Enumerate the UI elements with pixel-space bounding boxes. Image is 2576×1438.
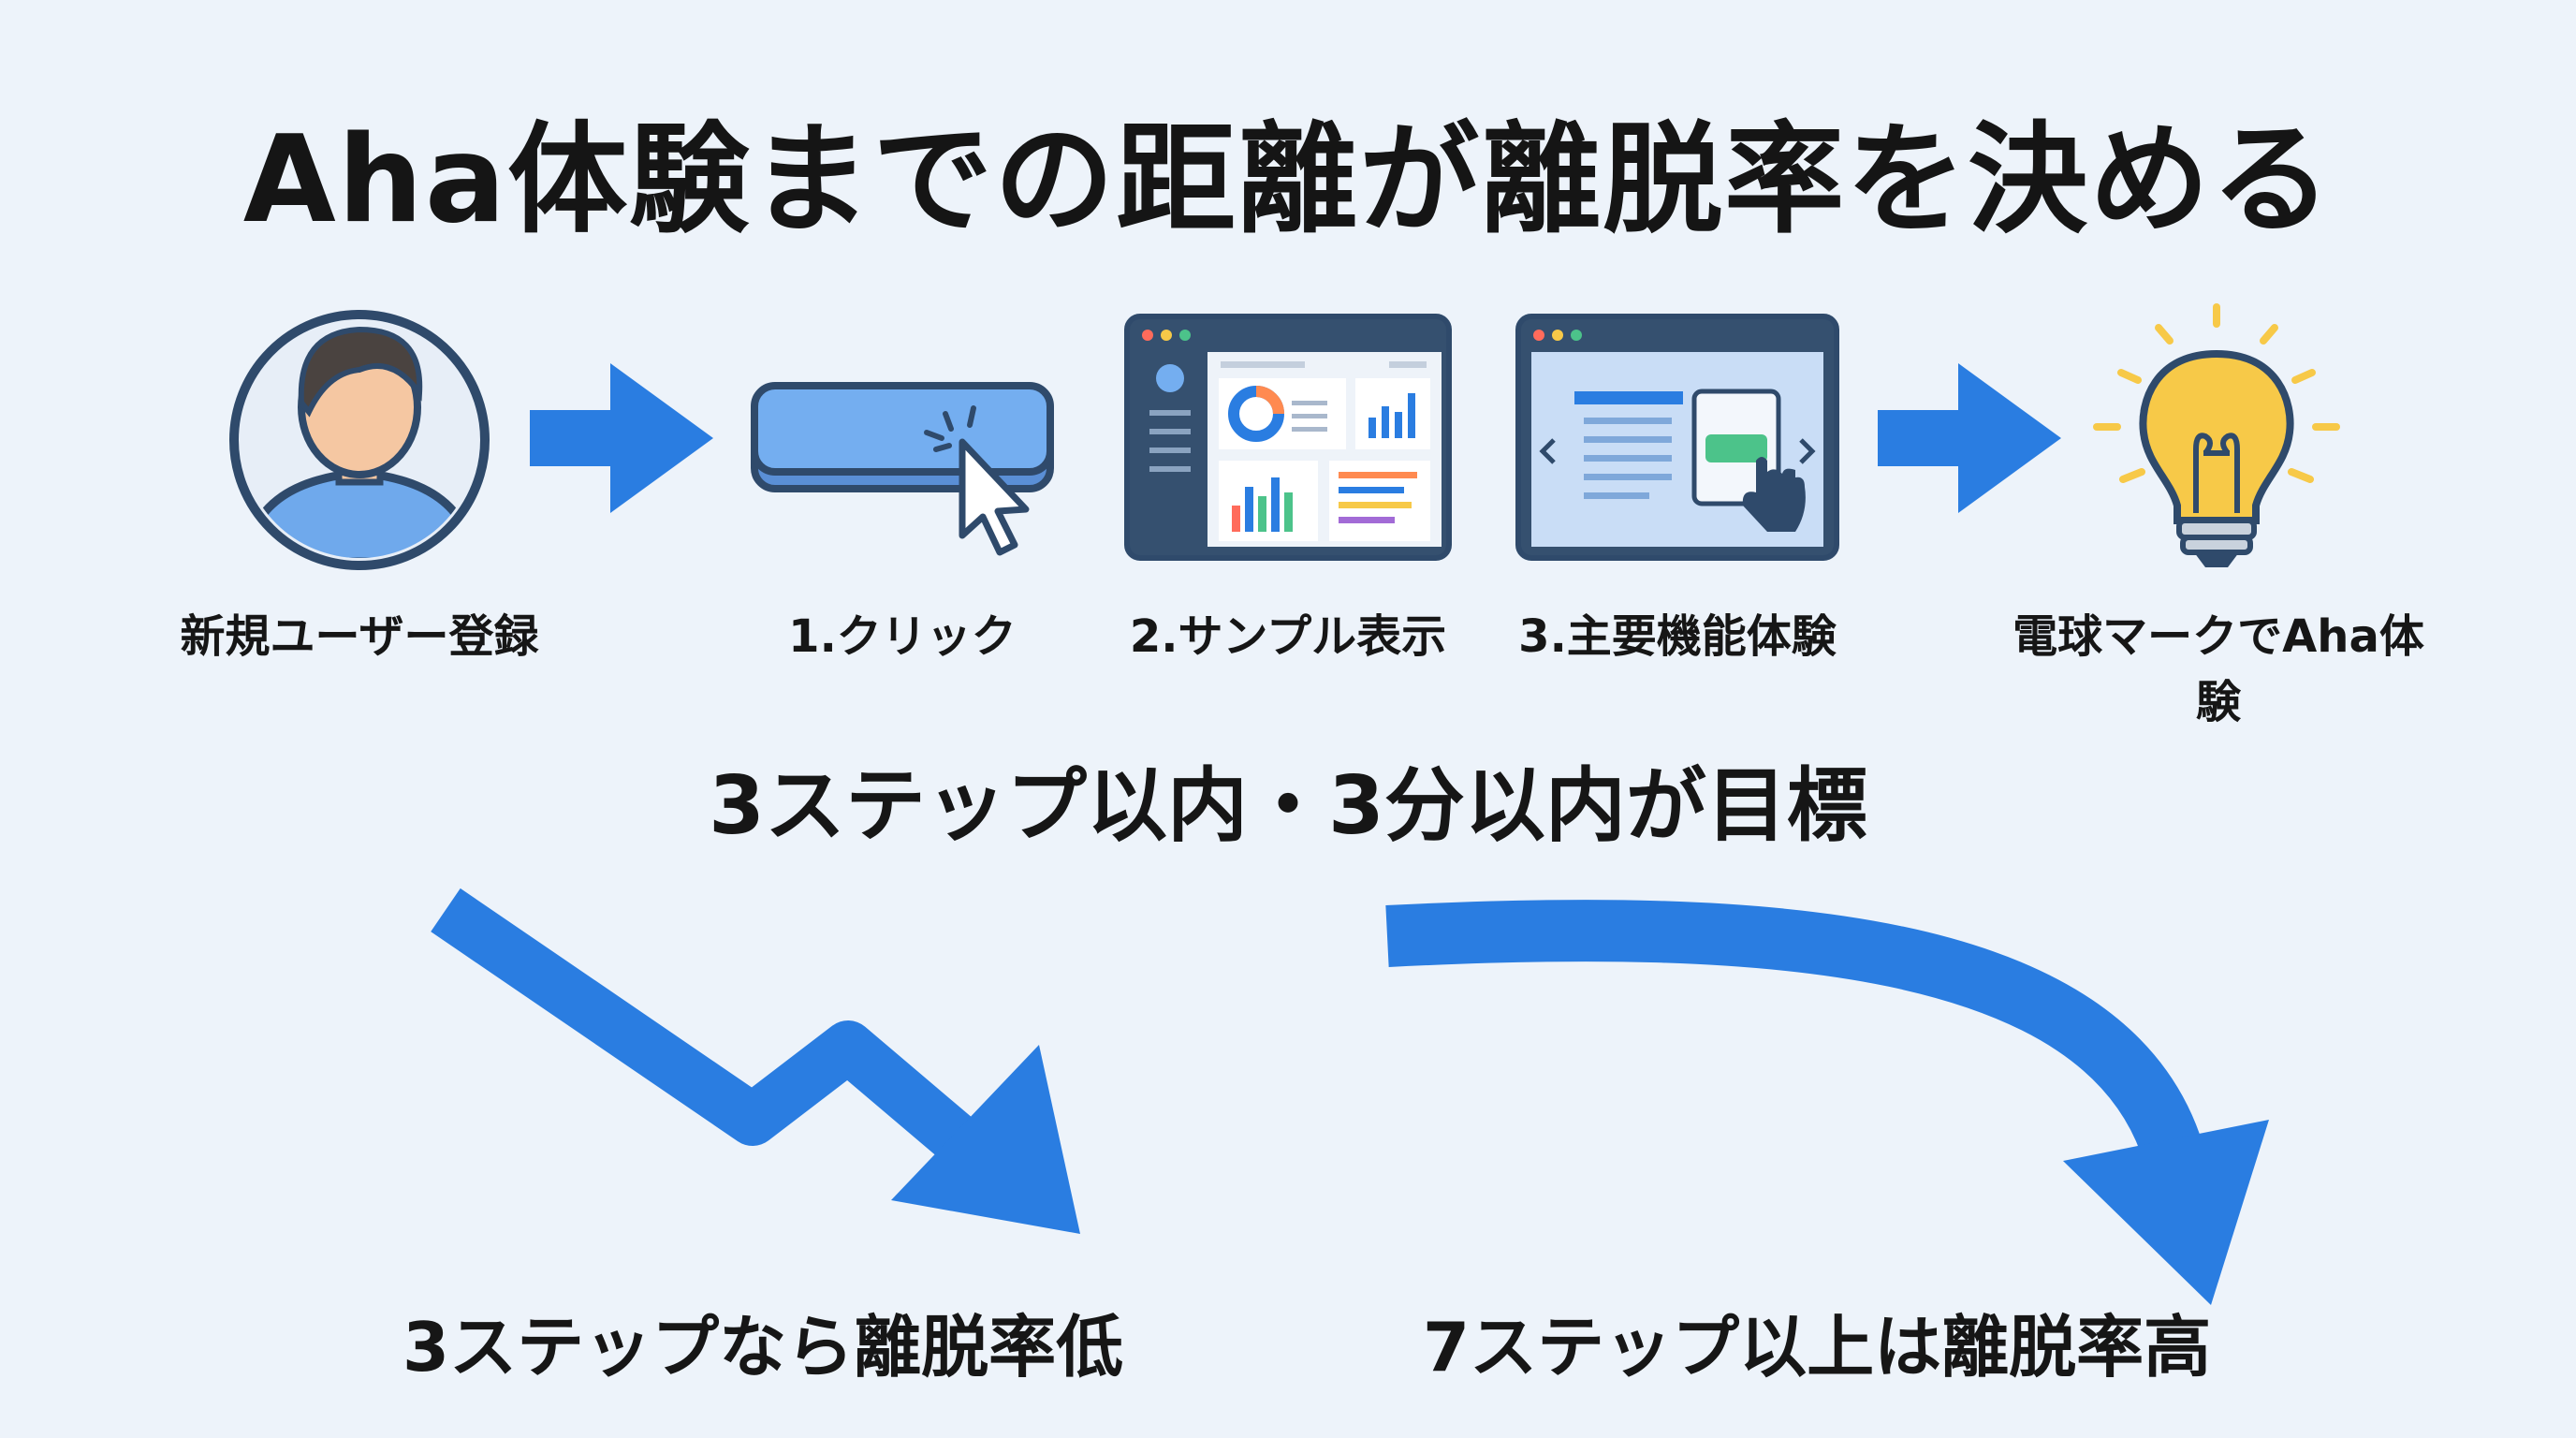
step-label-signup: 新規ユーザー登録: [180, 610, 539, 663]
click-button-icon: [751, 382, 1054, 556]
outcome-high-label: 7ステップ以上は離脱率高: [1423, 1308, 2212, 1387]
step-label-feature: 3.主要機能体験: [1518, 610, 1837, 663]
feature-tap-icon: [1515, 314, 1839, 561]
step-label-sample: 2.サンプル表示: [1129, 610, 1447, 663]
step-label-click: 1.クリック: [788, 610, 1017, 663]
flow-arrow-1: [530, 363, 713, 513]
low-churn-arrow: [431, 888, 1080, 1234]
flow-arrow-2: [1878, 363, 2061, 513]
outcome-low-label: 3ステップなら離脱率低: [402, 1308, 1124, 1387]
page-title: Aha体験までの距離が離脱率を決める: [242, 110, 2334, 250]
high-churn-arrow: [1385, 900, 2269, 1305]
user-avatar-icon: [229, 310, 490, 570]
dashboard-sample-icon: [1124, 314, 1452, 561]
step-label-aha: 電球マークでAha体験: [2012, 610, 2424, 728]
goal-text: 3ステップ以内・3分以内が目標: [709, 759, 1867, 853]
lightbulb-icon: [2093, 303, 2340, 567]
